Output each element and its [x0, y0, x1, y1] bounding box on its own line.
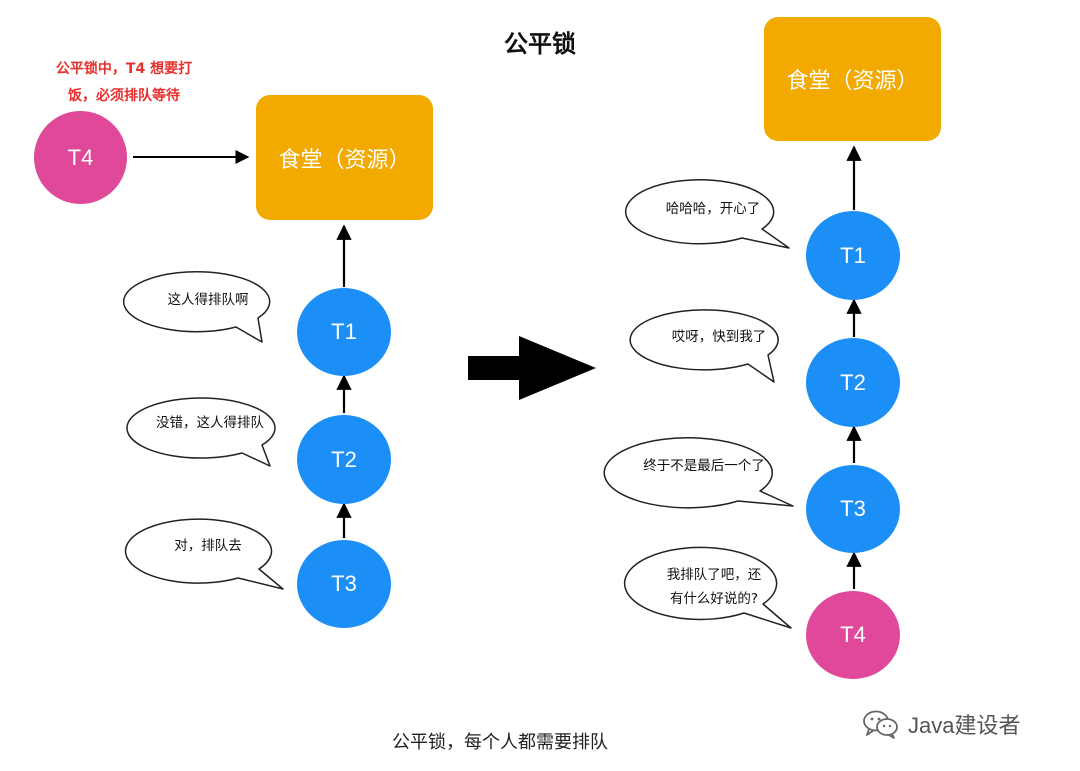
- wechat-icon: [863, 710, 898, 739]
- speech-bubble: [624, 179, 790, 249]
- speech-text: 终于不是最后一个了: [643, 458, 765, 474]
- thread-node-t1: T1: [806, 211, 900, 300]
- thread-node-t4: T4: [806, 591, 900, 679]
- thread-node-t2: T2: [297, 415, 391, 504]
- speech-text: 这人得排队啊: [167, 292, 249, 308]
- speech-text: 哎呀，快到我了: [671, 329, 767, 345]
- speech-text: 哈哈哈，开心了: [665, 201, 761, 217]
- thread-node-t3: T3: [806, 465, 900, 553]
- transition-arrow: [468, 336, 596, 400]
- thread-node-t4: T4: [34, 111, 127, 204]
- note-line-1: 公平锁中，T4 想要打: [55, 61, 193, 77]
- thread-node-t3: T3: [297, 540, 391, 628]
- speech-text-multiline: 我排队了吧，还 有什么好说的?: [636, 562, 792, 612]
- speech-bubble: [126, 397, 276, 467]
- speech-bubble: [603, 437, 794, 509]
- speech-bubble: [124, 518, 284, 590]
- note-text: 公平锁中，T4 想要打 饭，必须排队等待: [38, 56, 210, 110]
- speech-bubble: [629, 309, 779, 383]
- resource-box-left: 食堂（资源）: [256, 95, 433, 220]
- note-line-2: 饭，必须排队等待: [68, 88, 180, 104]
- speech-line-1: 我排队了吧，还: [666, 567, 762, 583]
- watermark: Java建设者: [862, 706, 1020, 742]
- speech-text: 没错，这人得排队: [156, 415, 264, 431]
- resource-box-right: 食堂（资源）: [764, 17, 941, 141]
- thread-node-t1: T1: [297, 288, 391, 376]
- speech-text: 对，排队去: [174, 538, 242, 554]
- watermark-text: Java建设者: [908, 713, 1021, 738]
- speech-bubble: [122, 270, 271, 343]
- diagram-title: 公平锁: [504, 30, 576, 58]
- thread-node-t2: T2: [806, 338, 900, 427]
- caption: 公平锁，每个人都需要排队: [392, 732, 608, 753]
- speech-bubble: [623, 546, 792, 629]
- speech-line-2: 有什么好说的?: [669, 591, 759, 607]
